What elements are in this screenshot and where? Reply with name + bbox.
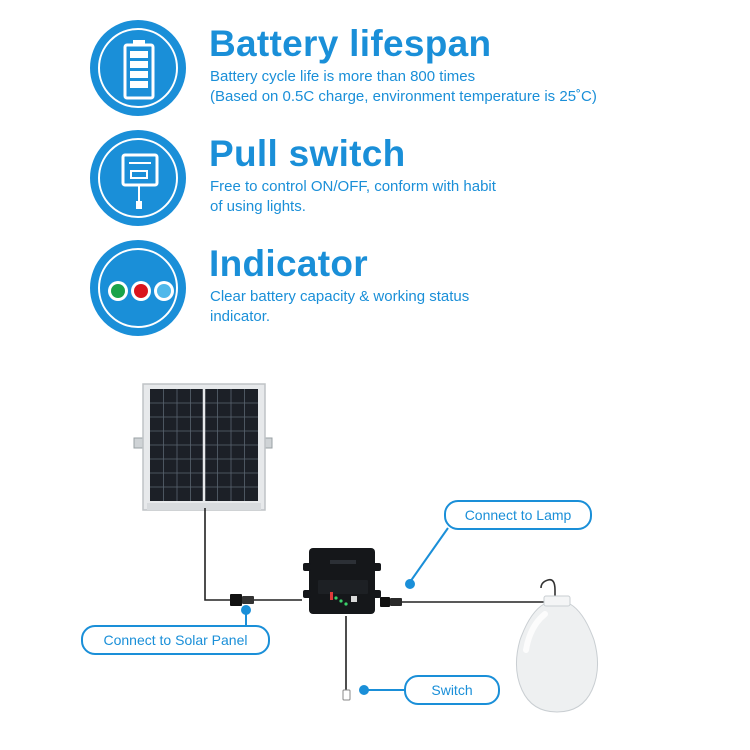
battery-icon <box>123 40 155 100</box>
controller-box <box>303 548 381 614</box>
callout-connect-to-solar-panel: Connect to Solar Panel <box>81 625 270 655</box>
feature-title: Indicator <box>209 243 368 284</box>
indicator-icon-badge <box>90 240 186 336</box>
feature-battery-lifespan: Battery lifespan Battery cycle life is m… <box>0 20 750 120</box>
lamp-connector-plug <box>380 597 402 607</box>
indicator-lights-icon <box>108 281 174 301</box>
green-light-icon <box>111 284 125 298</box>
battery-icon-badge <box>90 20 186 116</box>
feature-description-line: Free to control ON/OFF, conform with hab… <box>210 178 496 195</box>
red-light-icon <box>134 284 148 298</box>
feature-description-line: of using lights. <box>210 198 306 215</box>
feature-description-line: indicator. <box>210 308 271 325</box>
feature-title: Pull switch <box>209 133 406 174</box>
pull-switch-icon <box>121 153 159 209</box>
feature-description-line: Clear battery capacity & working status <box>210 288 470 305</box>
feature-title: Battery lifespan <box>209 23 492 64</box>
feature-description-line: Battery cycle life is more than 800 time… <box>210 68 476 85</box>
blue-light-icon <box>157 284 171 298</box>
feature-indicator: Indicator Clear battery capacity & worki… <box>0 240 750 340</box>
solar-connector-plug <box>230 594 254 606</box>
feature-description-line: (Based on 0.5C charge, environment tempe… <box>210 88 597 105</box>
feature-pull-switch: Pull switch Free to control ON/OFF, conf… <box>0 130 750 230</box>
wires <box>204 508 550 690</box>
callout-leaders <box>241 527 449 695</box>
pull-switch-icon-badge <box>90 130 186 226</box>
callout-switch: Switch <box>404 675 500 705</box>
switch-cord-end <box>342 689 351 701</box>
lamp-bulb-illustration <box>516 578 598 713</box>
solar-panel-illustration <box>133 383 273 511</box>
callout-connect-to-lamp: Connect to Lamp <box>444 500 592 530</box>
